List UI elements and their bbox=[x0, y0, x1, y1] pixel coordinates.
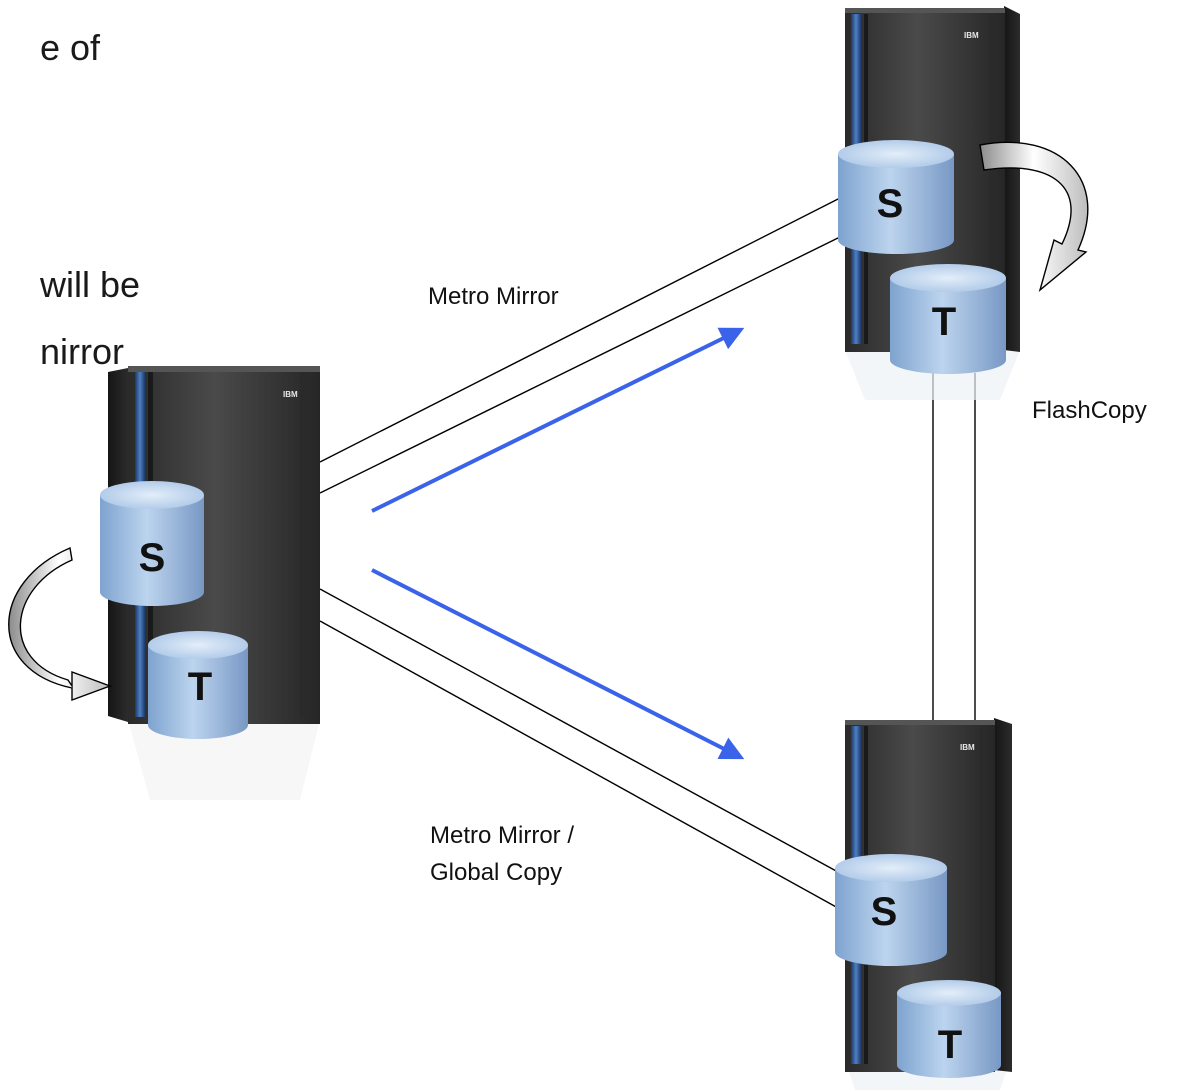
ibm-logo: IBM bbox=[283, 390, 298, 399]
replication-arrow-to-bottom bbox=[371, 568, 745, 760]
flashcopy-curved-arrow-left bbox=[8, 547, 113, 702]
label-metro-mirror-global-copy-line2: Global Copy bbox=[430, 859, 562, 886]
slide-text-fragment-3: nirror bbox=[40, 331, 124, 372]
volume-label-t: T bbox=[938, 1023, 962, 1067]
volume-source-top: S bbox=[838, 140, 954, 254]
volume-label-s: S bbox=[877, 182, 904, 226]
ibm-logo: IBM bbox=[960, 743, 975, 752]
replication-arrow-to-top bbox=[371, 327, 745, 513]
slide-text-fragment-2: will be bbox=[39, 264, 140, 305]
label-metro-mirror: Metro Mirror bbox=[428, 283, 559, 310]
volume-target-bottom: T bbox=[897, 980, 1001, 1078]
label-metro-mirror-global-copy-line1: Metro Mirror / bbox=[430, 822, 574, 849]
label-flashcopy: FlashCopy bbox=[1032, 397, 1147, 424]
connection-top-to-bottom bbox=[932, 373, 976, 722]
volume-label-t: T bbox=[932, 300, 956, 344]
volume-label-s: S bbox=[871, 890, 898, 934]
slide-text-fragment-1: e of bbox=[40, 27, 101, 68]
flashcopy-curved-arrow-top bbox=[979, 141, 1089, 292]
connection-left-to-bottom bbox=[319, 588, 839, 909]
volume-label-s: S bbox=[139, 536, 166, 580]
volume-target-top: T bbox=[890, 264, 1006, 374]
volume-source-bottom: S bbox=[835, 854, 947, 966]
connection-left-to-top bbox=[319, 196, 843, 494]
ibm-logo: IBM bbox=[964, 31, 979, 40]
volume-label-t: T bbox=[188, 665, 212, 709]
volume-target-left: T bbox=[148, 631, 248, 739]
volume-source-left: S bbox=[100, 481, 204, 606]
